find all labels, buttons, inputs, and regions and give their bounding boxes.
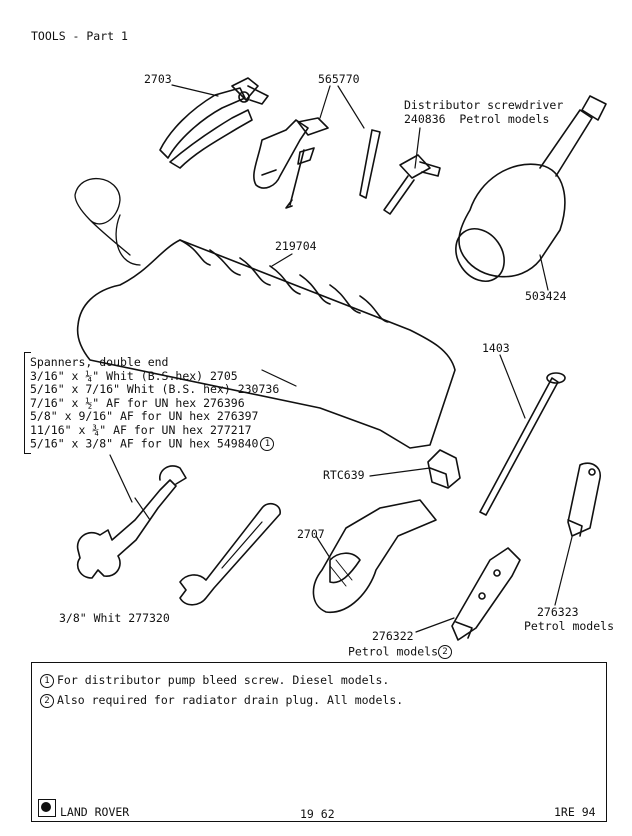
tommy-bar-drawing [479,354,566,516]
label-distributor-screwdriver: Distributor screwdriver [404,98,564,112]
label-tool-roll: 219704 [275,239,317,253]
spanner-item: 7/16" x ½" AF for UN hex 276396 [30,395,245,410]
screwdriver-set-drawing [253,85,381,209]
land-rover-badge-icon [38,799,56,817]
spanner-item: 5/16" x 7/16" Whit (B.S. hex) 230736 [30,382,280,396]
grease-gun-drawing [455,95,607,291]
pliers-drawing [159,77,269,169]
tool-roll-drawing [76,239,456,449]
label-plug-spanner-a: 276322 [372,629,414,643]
label-tommy-bar: 1403 [482,341,510,355]
footer-brand: LAND ROVER [60,805,130,819]
whit-spanner-drawing [179,502,281,606]
label-grease-gun: 503424 [525,289,567,303]
spanner-item: 5/8" x 9/16" AF for UN hex 276397 [30,409,259,423]
spanner-list: Spanners, double end 3/16" x ¼" Whit (B.… [30,355,280,451]
spanner-list-heading: Spanners, double end [30,355,169,369]
label-pliers: 2703 [144,72,172,86]
spanner-item: 3/16" x ¼" Whit (B.S.hex) 2705 [30,368,238,383]
plug-spanner-a-drawing [415,547,521,641]
label-screwdriver-set: 565770 [318,72,360,86]
footer-page-number: 19 62 [300,807,335,821]
label-distributor-part: 240836 Petrol models [404,112,550,126]
note-2-marker: 2 [40,693,54,708]
label-box-spanner: RTC639 [323,468,365,482]
footnote-2-marker: 2 [438,645,453,659]
distributor-screwdriver-drawing [383,127,441,215]
spanner-list-bracket [24,352,31,454]
label-plug-spanner-b: 276323 [537,605,579,619]
double-end-spanner-drawing [76,454,187,579]
label-whit-spanner: 3/8" Whit 277320 [59,611,170,625]
label-plug-spanner-b-note: Petrol models [524,619,615,633]
plug-spanner-b-drawing [554,462,601,606]
footer-code: 1RE 94 [554,805,596,819]
box-spanner-drawing [369,449,461,489]
note-1-marker: 1 [40,673,54,688]
footnote-1-marker: 1 [260,437,275,451]
adjustable-spanner-drawing [312,499,437,613]
spanner-item: 11/16" x ¾" AF for UN hex 277217 [30,422,252,437]
page-title: TOOLS - Part 1 [31,29,128,43]
label-adjustable-spanner: 2707 [297,527,325,541]
tools-illustration [74,77,607,641]
wire-loop-drawing [74,178,141,266]
